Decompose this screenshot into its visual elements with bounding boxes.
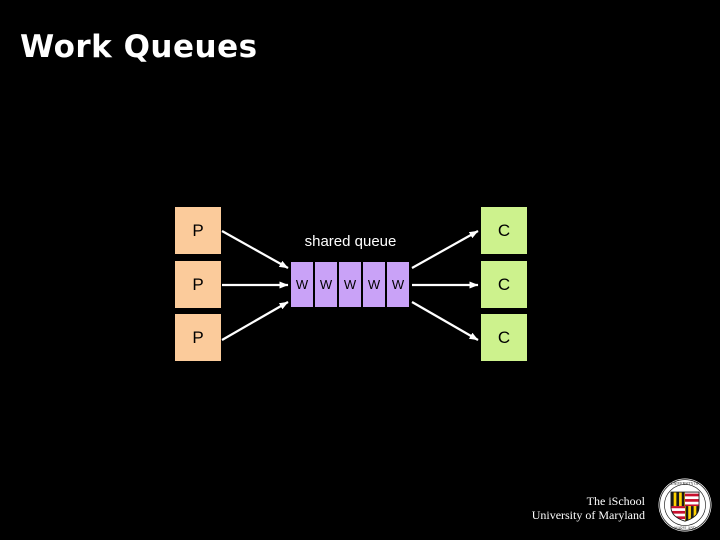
consumer-box-1[interactable]: C [481,207,527,254]
queue-cell-label-4: W [367,277,381,292]
svg-text:UNIVERSITY OF: UNIVERSITY OF [671,482,699,486]
producer-label-2: P [192,275,204,294]
shared-queue-label: shared queue [304,233,397,250]
page-title: Work Queues [20,29,258,65]
queue-cell-2[interactable]: W [315,262,337,307]
footer-line-university: University of Maryland [531,508,645,522]
arrow-producer3-to-queue [221,301,289,341]
queue-cell-label-2: W [319,277,333,292]
consumer-box-3[interactable]: C [481,314,527,361]
consumer-box-2[interactable]: C [481,261,527,308]
consumer-label-2: C [497,275,511,294]
producer-label-1: P [192,221,204,240]
consumer-label-1: C [497,221,511,240]
queue-cell-4[interactable]: W [363,262,385,307]
producer-box-2[interactable]: P [175,261,221,308]
queue-cell-3[interactable]: W [339,262,361,307]
consumer-label-3: C [497,328,511,347]
queue-cell-5[interactable]: W [387,262,409,307]
queue-cell-1[interactable]: W [291,262,313,307]
footer-text: The iSchool University of Maryland [532,494,645,522]
footer-line-school: The iSchool [586,494,645,508]
arrow-queue-to-consumer3 [411,301,479,341]
queue-cell-label-3: W [343,277,357,292]
producer-box-1[interactable]: P [175,207,221,254]
arrow-producer1-to-queue [221,230,289,269]
university-of-maryland-seal-icon: UNIVERSITY OF MARYLAND [658,478,712,532]
svg-text:MARYLAND: MARYLAND [674,526,696,530]
producer-box-3[interactable]: P [175,314,221,361]
arrow-queue-to-consumer1 [411,230,479,269]
producer-label-3: P [192,328,204,347]
queue-cell-label-5: W [391,277,405,292]
queue-cell-label-1: W [295,277,309,292]
